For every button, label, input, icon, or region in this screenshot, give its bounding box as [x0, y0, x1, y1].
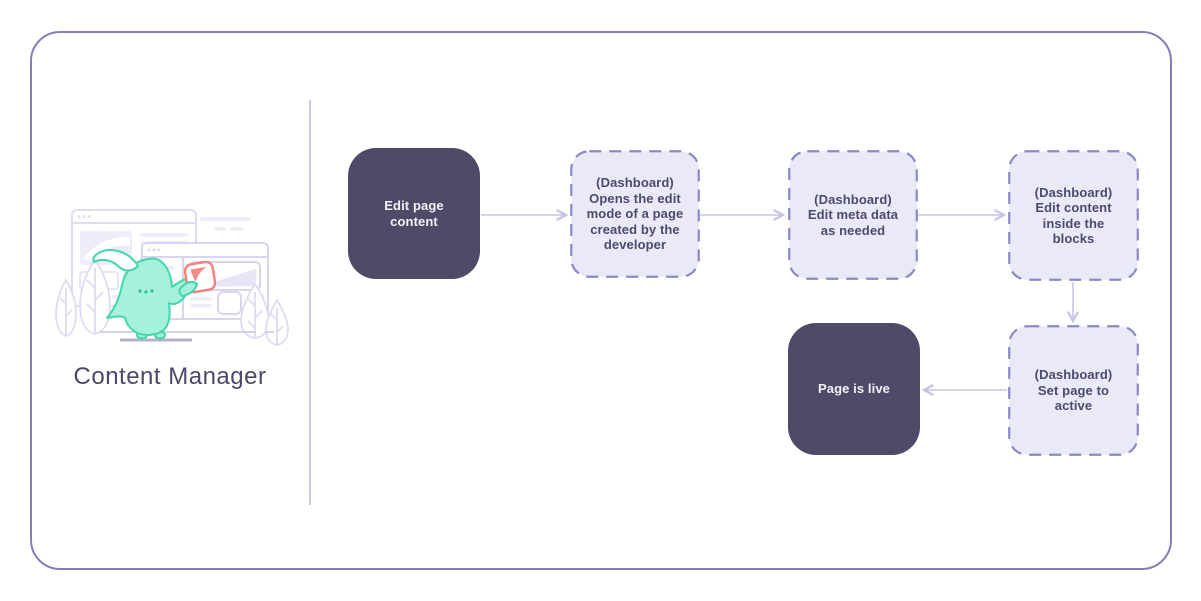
faint-text-lines-icon [200, 217, 250, 231]
mascot-hand-icon [178, 280, 198, 297]
node-label: (Dashboard) Set page to active [1034, 367, 1113, 414]
dashed-box-outline [788, 150, 918, 280]
node-label: (Dashboard) Opens the edit mode of a pag… [586, 175, 684, 253]
flow-node-open-edit-mode: (Dashboard) Opens the edit mode of a pag… [570, 150, 700, 278]
plant-leaves-right-icon [240, 282, 289, 346]
content-manager-illustration [55, 209, 289, 346]
plant-leaves-left-icon [55, 258, 111, 337]
flow-node-edit-content: (Dashboard) Edit content inside the bloc… [1008, 150, 1139, 281]
node-label: Page is live [817, 381, 891, 397]
ground-lines [100, 331, 274, 342]
flow-node-page-is-live: Page is live [788, 323, 920, 455]
dashed-box-outline [1008, 150, 1139, 281]
vertical-divider [309, 100, 311, 505]
flow-node-edit-meta-data: (Dashboard) Edit meta data as needed [788, 150, 918, 280]
node-label: (Dashboard) Edit content inside the bloc… [1034, 184, 1113, 247]
flow-node-edit-page-content: Edit page content [348, 148, 480, 279]
flow-node-set-page-active: (Dashboard) Set page to active [1008, 325, 1139, 456]
node-label: (Dashboard) Edit meta data as needed [807, 191, 899, 238]
dashed-box-outline [1008, 325, 1139, 456]
node-label: Edit page content [384, 198, 444, 229]
mascot-icon [92, 249, 201, 340]
panel-title: Content Manager [73, 363, 267, 390]
dashed-box-outline [570, 150, 700, 278]
